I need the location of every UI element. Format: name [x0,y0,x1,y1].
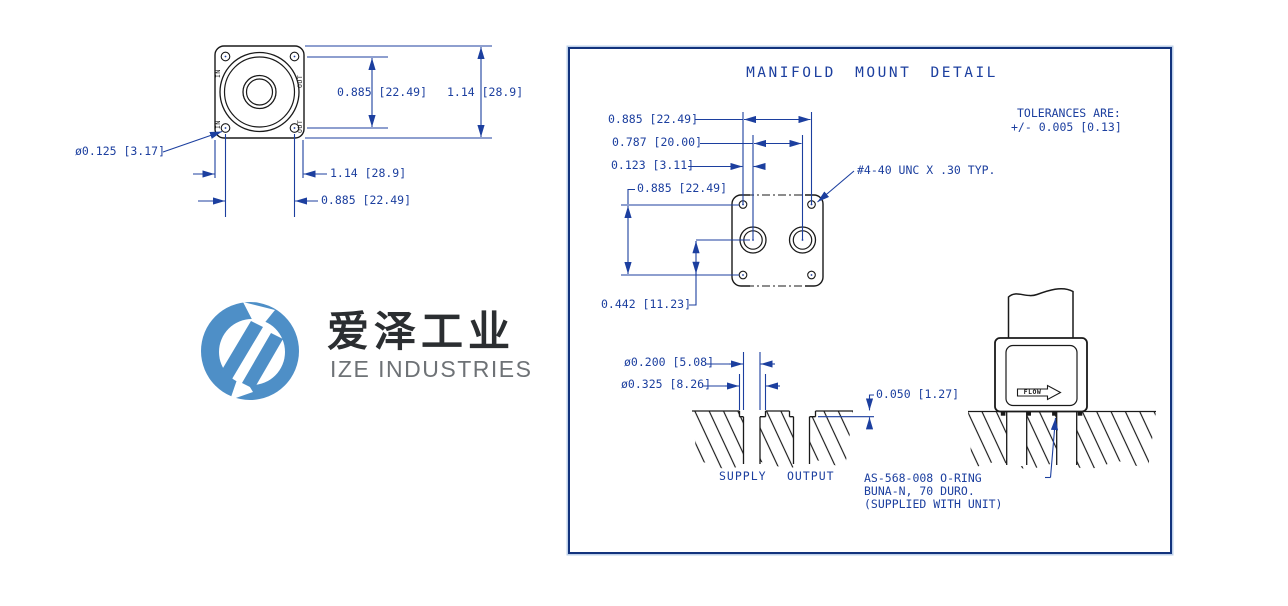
dim-plate-bolt-spacing: 0.885 [22.49] [608,112,699,126]
dim-cbore-depth: 0.050 [1.27] [876,387,960,401]
oring-note-line2: BUNA-N, 70 DURO. [864,484,975,498]
front-view-centers [224,55,296,129]
dim-plate-port-spacing: 0.787 [20.00] [612,135,703,149]
logo-en-name: IZE INDUSTRIES [330,356,533,382]
section-dimensions [703,352,874,430]
plate-view-outline [731,193,824,288]
oring-seals [1000,410,1083,416]
dim-cbore-dia: ø0.325 [8.26] [621,377,712,391]
plate-view-centers [742,203,813,276]
port-label-in-top: IN [214,69,222,78]
supply-label: SUPPLY [719,469,767,483]
front-view-dimensions [162,45,492,217]
dim-plate-offset: 0.123 [3.11] [611,158,695,172]
oring-note-line3: (SUPPLIED WITH UNIT) [864,497,1003,511]
dim-port-dia: ø0.200 [5.08] [624,355,715,369]
dim-hole-dia: ø0.125 [3.17] [75,144,166,158]
output-label: OUTPUT [787,469,835,483]
dim-bolt-spacing-v: 0.885 [22.49] [337,85,428,99]
dim-plate-row-spacing: 0.885 [22.49] [637,181,728,195]
detail-title: MANIFOLD MOUNT DETAIL [746,65,998,81]
front-view-outline [214,45,305,139]
dim-bolt-spacing-h: 0.885 [22.49] [321,193,412,207]
manifold-detail-border [568,47,1172,554]
flow-label: FLOW [1023,388,1042,396]
logo-cn-name: 爱泽工业 [327,307,516,356]
port-label-out-bottom: OUT [296,119,304,133]
thread-note: #4-40 UNC X .30 TYP. [857,163,996,177]
ize-logo-mark [200,301,300,401]
cross-section [692,410,853,470]
plate-dimensions [621,112,855,306]
oring-note-line1: AS-568-008 O-RING [864,471,982,485]
dim-port-height: 0.442 [11.23] [601,297,692,311]
oring-leader [1045,417,1059,479]
tolerance-note-line2: +/- 0.005 [0.13] [1011,120,1122,134]
dim-overall-h: 1.14 [28.9] [330,166,407,180]
side-view [968,288,1156,479]
device-body [994,288,1088,413]
port-label-out-top: OUT [296,74,304,88]
port-label-in-bottom: IN [214,120,222,129]
tolerance-note-line1: TOLERANCES ARE: [1017,106,1121,120]
dim-overall-v: 1.14 [28.9] [447,85,524,99]
